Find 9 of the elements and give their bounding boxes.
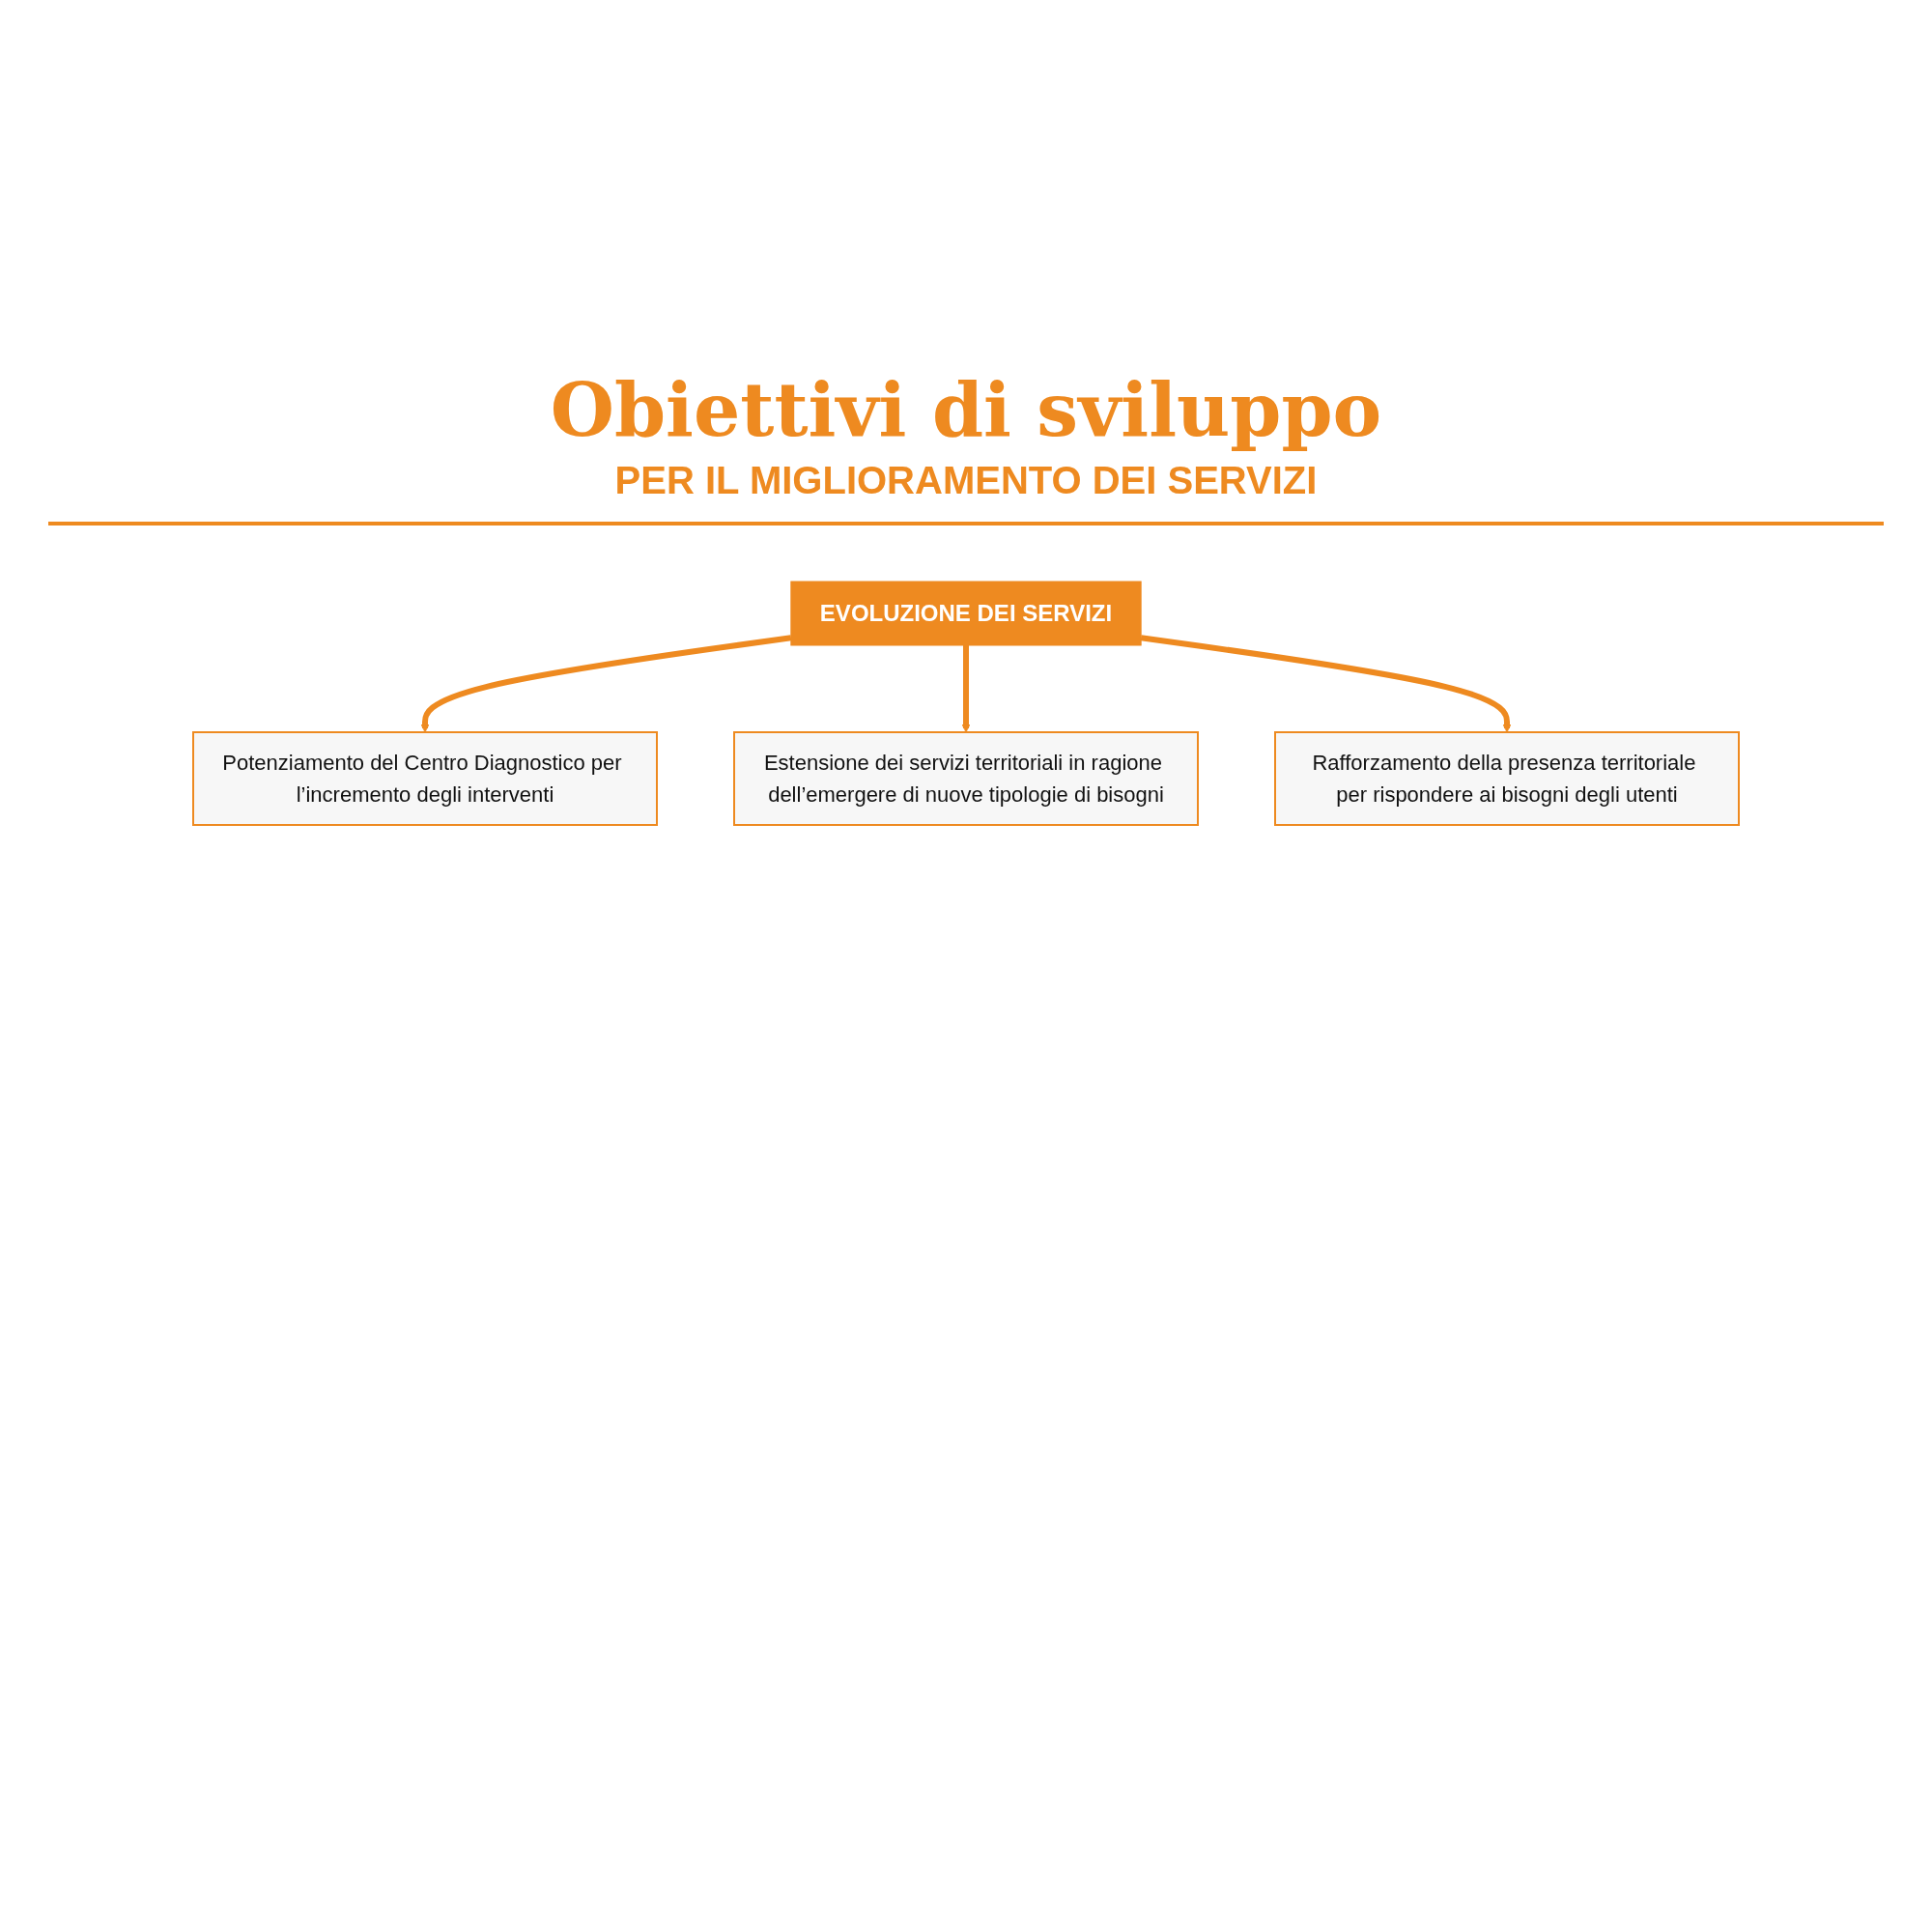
node-box: Rafforzamento della presenza territoriale per rispondere ai bisogni degli utenti [1274, 731, 1740, 826]
arrow [961, 645, 971, 733]
subtitle: PER IL MIGLIORAMENTO DEI SERVIZI [613, 459, 1319, 502]
node-box: Potenziamento del Centro Diagnostico per l’incremento degli interventi [192, 731, 658, 826]
node-box: EVOLUZIONE DEI SERVIZI [790, 581, 1142, 646]
arrow [1140, 635, 1512, 733]
arrow [420, 635, 792, 733]
node-box: Estensione dei servizi territoriali in ragione dell’emergere di nuove tipologie di bisogni [733, 731, 1199, 826]
title: Obiettivi di sviluppo [549, 367, 1383, 453]
